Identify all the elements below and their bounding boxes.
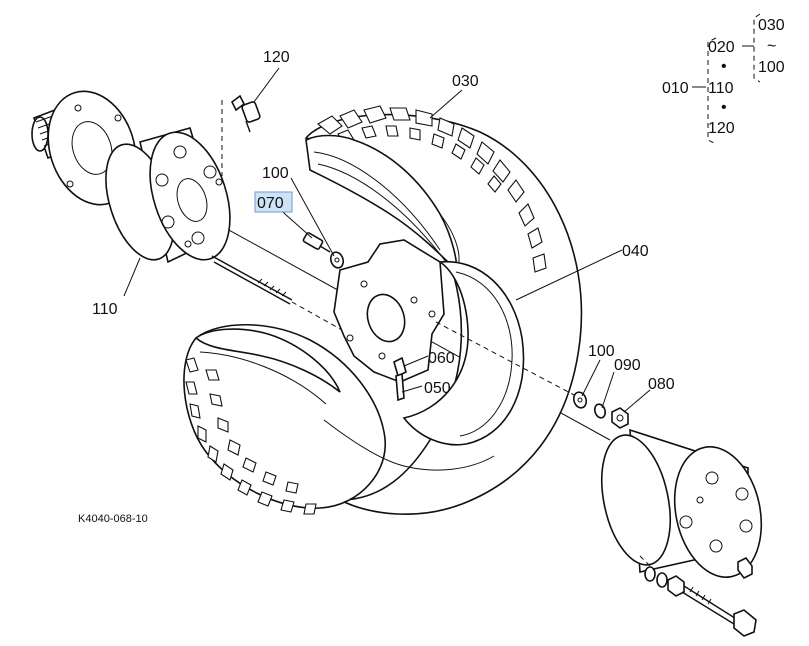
nut-080 bbox=[611, 407, 629, 429]
tree-dot-1: • bbox=[721, 58, 727, 75]
bolt-070 bbox=[302, 232, 331, 253]
callout-070: 070 bbox=[257, 195, 284, 212]
tire-030 bbox=[304, 105, 583, 515]
tree-label-030: 030 bbox=[758, 17, 785, 34]
callout-090: 090 bbox=[614, 357, 641, 374]
callout-050: 050 bbox=[424, 380, 451, 397]
long-bolt bbox=[639, 555, 757, 637]
tree-dot-2: • bbox=[721, 99, 727, 116]
valve-060 bbox=[393, 356, 407, 402]
rim-040 bbox=[333, 239, 525, 446]
tree-label-100: 100 bbox=[758, 59, 785, 76]
tree-tilde: ~ bbox=[767, 38, 776, 55]
callout-070-highlight bbox=[254, 191, 293, 213]
callout-120: 120 bbox=[263, 49, 290, 66]
callout-100-top: 100 bbox=[262, 165, 289, 182]
lockwasher-090 bbox=[593, 403, 607, 419]
callout-030: 030 bbox=[452, 73, 479, 90]
spacer-110 bbox=[105, 127, 231, 264]
tree-label-120: 120 bbox=[708, 120, 735, 137]
stud-bolt bbox=[211, 255, 343, 331]
callout-080: 080 bbox=[648, 376, 675, 393]
drawing-code: K4040-068-10 bbox=[78, 513, 148, 525]
parts-tree: 010 020 030 ~ 100 • 110 • 120 bbox=[662, 13, 785, 145]
washer-100-right bbox=[572, 391, 588, 409]
callout-060: 060 bbox=[428, 350, 455, 367]
bolt-120 bbox=[221, 94, 261, 176]
wheel-weight bbox=[601, 428, 763, 578]
tree-label-020: 020 bbox=[708, 39, 735, 56]
callouts: 120 030 100 070 040 060 050 100 090 080 … bbox=[78, 49, 675, 525]
callout-110: 110 bbox=[92, 301, 118, 318]
tree-label-010: 010 bbox=[662, 80, 689, 97]
washer-100-left bbox=[329, 251, 345, 269]
tree-label-110: 110 bbox=[708, 80, 734, 97]
callout-100-right: 100 bbox=[588, 343, 615, 360]
callout-040: 040 bbox=[622, 243, 649, 260]
tire-front-half bbox=[183, 323, 495, 515]
